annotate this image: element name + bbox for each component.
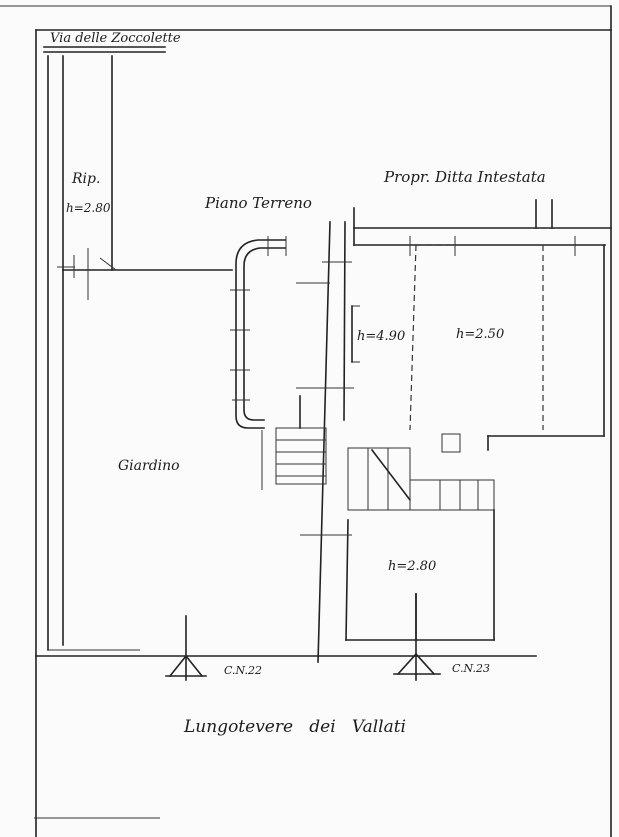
street-bottom-label: Lungotevere dei Vallati <box>183 717 406 737</box>
room-3-height: h=2.80 <box>388 559 436 574</box>
civic-marker-2 <box>393 593 441 681</box>
garden-label: Giardino <box>118 458 180 474</box>
street-top-label: Via delle Zoccolette <box>50 31 181 46</box>
room-1-height: h=4.90 <box>357 329 405 344</box>
civic-number-1: C.N.22 <box>224 664 262 677</box>
room-1-marker <box>351 305 360 363</box>
civic-number-2: C.N.23 <box>452 662 490 675</box>
rip-label: Rip. <box>71 171 100 187</box>
floor-label: Piano Terreno <box>204 194 312 212</box>
street-top-underline <box>43 46 166 53</box>
rip-height-label: h=2.80 <box>66 201 111 215</box>
room-2-height: h=2.50 <box>456 327 504 342</box>
bay-wall <box>230 236 287 429</box>
staircase-right <box>347 433 495 511</box>
owner-label: Propr. Ditta Intestata <box>383 168 546 186</box>
staircase-left <box>261 395 327 490</box>
room-3-walls <box>345 509 495 641</box>
building-outline <box>353 199 612 451</box>
garden-walls <box>47 55 233 651</box>
sheet-frame <box>0 5 612 837</box>
street-bottom-line <box>35 649 537 657</box>
room-2-dashed <box>409 244 544 431</box>
civic-marker-1 <box>165 615 207 681</box>
main-wall <box>296 221 354 663</box>
